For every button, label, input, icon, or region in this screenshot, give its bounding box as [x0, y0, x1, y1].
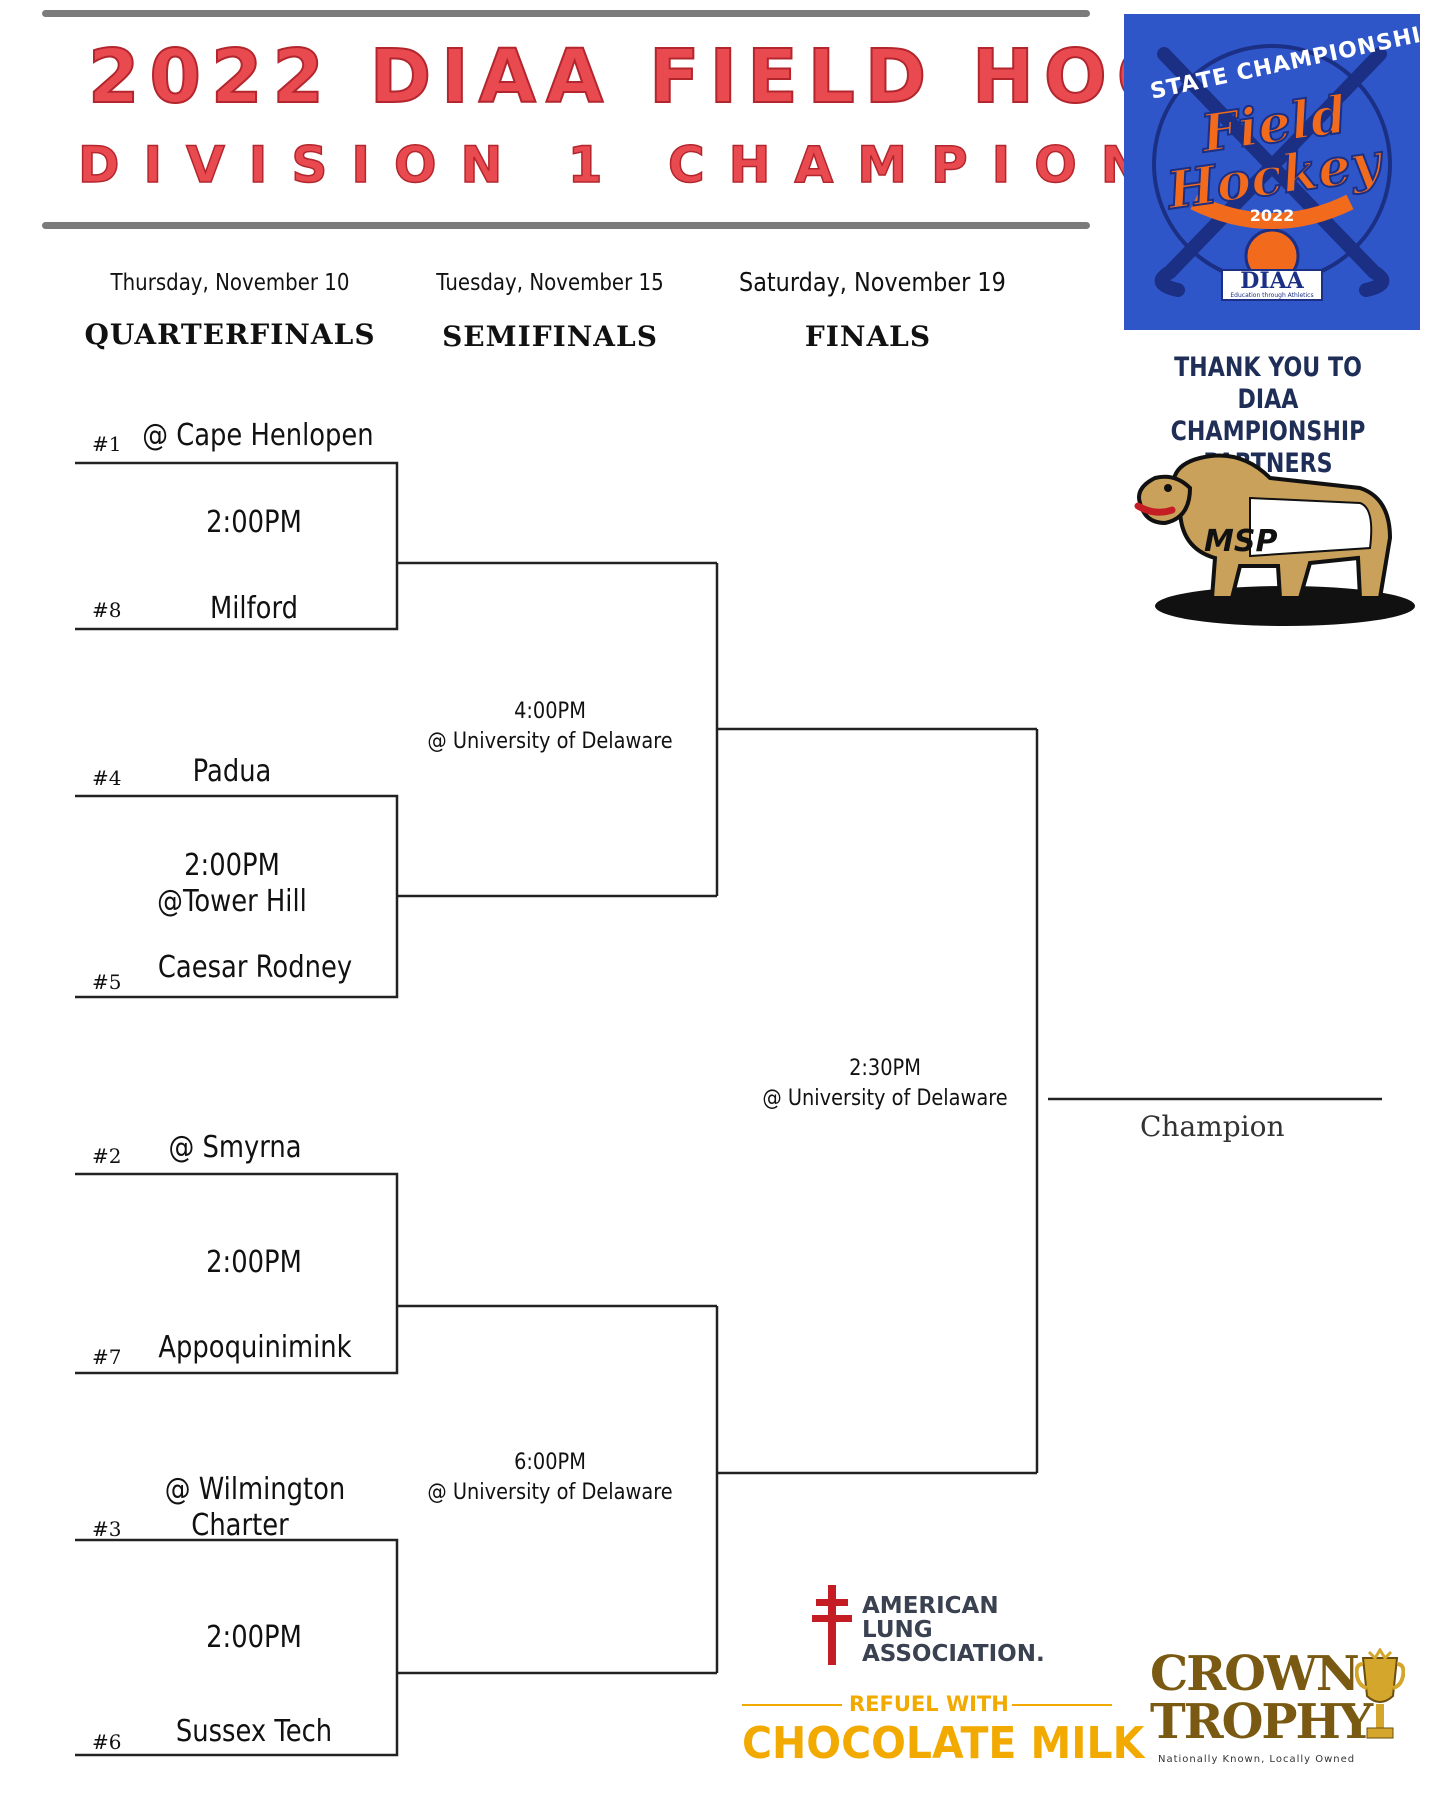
msp-text: MSP [1204, 524, 1278, 559]
qf1-bottom-seed: #8 [92, 598, 122, 622]
qf2-bottom-seed: #5 [92, 970, 122, 994]
qf4-time: 2:00PM [206, 1620, 302, 1655]
qf-date: Thursday, November 10 [110, 270, 350, 296]
logo-org: DIAA [1240, 268, 1304, 294]
qf1-top-seed: #1 [92, 432, 122, 456]
trophy-icon [1355, 1648, 1405, 1739]
crown-text: CROWN [1150, 1646, 1360, 1702]
chocolate-milk-text: CHOCOLATE MILK [742, 1718, 1145, 1769]
qf4-top-seed: #3 [92, 1517, 122, 1541]
partners-heading-line1: THANK YOU TO DIAA [1174, 352, 1362, 415]
qf1-bottom-team: Milford [209, 591, 298, 626]
final-location: @ University of Delaware [762, 1086, 1008, 1111]
qf4-top-team-line1: @ Wilmington [164, 1472, 346, 1507]
hockey-sticks-icon [1152, 44, 1392, 301]
sf2-time: 6:00PM [514, 1450, 586, 1475]
qf3-bottom-seed: #7 [92, 1345, 122, 1369]
american-lung-association: AMERICAN LUNG ASSOCIATION. [862, 1594, 1045, 1666]
refuel-rule-right [1012, 1704, 1112, 1706]
final-date: Saturday, November 19 [739, 268, 1006, 298]
qf4-bottom-seed: #6 [92, 1730, 122, 1754]
refuel-text: REFUEL WITH [849, 1692, 1009, 1716]
qf4-bottom-team: Sussex Tech [175, 1714, 333, 1749]
refuel-rule-left [742, 1704, 842, 1706]
logo-tagline: Education through Athletics [1230, 292, 1314, 299]
championship-logo: STATE CHAMPIONSHIPS Field Hockey 2022 DI… [1124, 14, 1440, 330]
qf2-top-seed: #4 [92, 766, 122, 790]
qf2-location: @Tower Hill [157, 884, 307, 919]
sf1-time: 4:00PM [514, 699, 586, 724]
sf-round-label: SEMIFINALS [442, 320, 658, 353]
qf-round-label: QUARTERFINALS [84, 318, 376, 351]
crown-tagline: Nationally Known, Locally Owned [1158, 1754, 1356, 1765]
crown-trophy-logo: CROWN TROPHY [1150, 1646, 1373, 1750]
qf4-top-team-line2: Charter [191, 1508, 289, 1543]
qf2-top-team: Padua [192, 754, 272, 789]
logo-year: 2022 [1249, 206, 1295, 225]
ala-line1: AMERICAN [862, 1593, 999, 1619]
qf1-top-team: @ Cape Henlopen [142, 418, 374, 453]
bottom-rule [42, 222, 1090, 229]
trophy-text: TROPHY [1150, 1694, 1373, 1750]
qf2-time: 2:00PM [184, 848, 280, 883]
qf3-top-team: @ Smyrna [168, 1130, 302, 1165]
sf-date: Tuesday, November 15 [436, 270, 664, 296]
qf3-bottom-team: Appoquinimink [158, 1330, 352, 1365]
qf2-bottom-team: Caesar Rodney [157, 950, 353, 985]
final-time: 2:30PM [849, 1056, 921, 1081]
final-round-label: FINALS [804, 320, 932, 353]
top-rule [42, 10, 1090, 17]
qf3-top-seed: #2 [92, 1144, 122, 1168]
ala-line2: LUNG [862, 1617, 933, 1643]
qf1-time: 2:00PM [206, 505, 302, 540]
champion-label: Champion [1140, 1110, 1285, 1143]
lung-association-cross-icon [812, 1585, 852, 1665]
sf2-location: @ University of Delaware [427, 1480, 673, 1505]
ala-line3: ASSOCIATION. [862, 1641, 1045, 1667]
sf1-location: @ University of Delaware [427, 729, 673, 754]
qf3-time: 2:00PM [206, 1245, 302, 1280]
msp-bulldog-logo [1134, 453, 1415, 626]
